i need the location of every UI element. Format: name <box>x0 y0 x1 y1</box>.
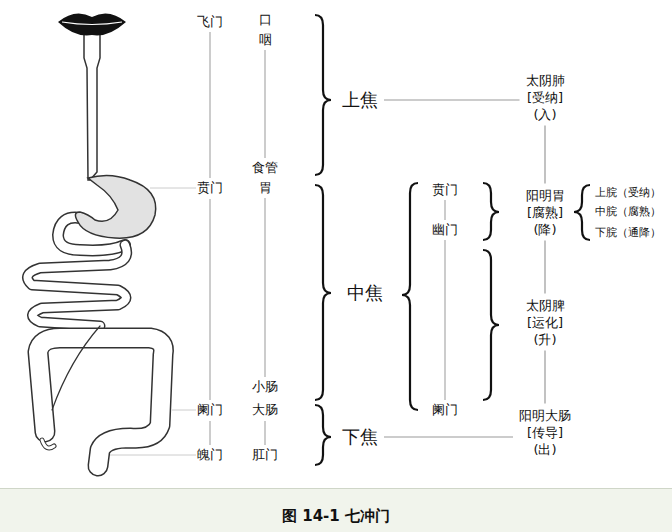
organ-function: [运化] <box>526 314 565 331</box>
connector <box>384 100 520 101</box>
section-label: 下脘（通降） <box>594 226 662 240</box>
braces <box>315 15 590 465</box>
connector <box>545 351 546 404</box>
part-label: 大肠 <box>251 402 279 418</box>
zone-label: 中焦 <box>343 280 387 306</box>
organ-function: (降) <box>526 221 565 238</box>
part-label: 贲门 <box>431 182 459 198</box>
connector <box>545 126 546 184</box>
column-lines <box>210 32 445 445</box>
section-label: 上脘（受纳） <box>594 186 662 200</box>
organ-function: (升) <box>526 331 565 348</box>
part-label: 食管 <box>251 160 279 176</box>
zone-name: 上焦 <box>342 89 378 111</box>
connector <box>545 241 546 294</box>
organ-group: 阳明胃[腐熟](降) <box>522 185 569 240</box>
zone-label: 下焦 <box>338 424 382 450</box>
digestive-tract <box>28 13 164 466</box>
part-label: 咽 <box>258 32 273 48</box>
part-label: 贲门 <box>196 180 224 196</box>
organ-group: 太阴脾[运化](升) <box>522 295 569 350</box>
part-label: 阑门 <box>196 402 224 418</box>
organ-function: (出) <box>519 441 571 458</box>
figure-caption: 图 14-1 七冲门 <box>282 507 390 525</box>
organ-group: 太阴肺[受纳](入) <box>522 70 569 125</box>
organ-function: [受纳] <box>526 89 565 106</box>
organ-name: 太阴肺 <box>526 72 565 89</box>
organ-name: 阳明胃 <box>526 187 565 204</box>
part-label: 幽门 <box>431 222 459 238</box>
part-label: 小肠 <box>251 379 279 395</box>
organ-function: (入) <box>526 106 565 123</box>
organ-function: [腐熟] <box>526 204 565 221</box>
organ-name: 太阴脾 <box>526 297 565 314</box>
section-label: 中脘（腐熟） <box>594 205 662 219</box>
part-label: 阑门 <box>431 402 459 418</box>
part-label: 魄门 <box>196 447 224 463</box>
part-label: 口 <box>258 12 273 28</box>
zone-name: 中焦 <box>347 282 383 304</box>
organ-group: 阳明大肠[传导](出) <box>515 405 575 460</box>
zone-name: 下焦 <box>342 426 378 448</box>
zone-label: 上焦 <box>338 87 382 113</box>
connector <box>384 437 513 438</box>
organ-function: [传导] <box>519 424 571 441</box>
part-label: 飞门 <box>196 14 224 30</box>
organ-name: 阳明大肠 <box>519 407 571 424</box>
part-label: 肛门 <box>251 447 279 463</box>
part-label: 胃 <box>258 180 273 196</box>
